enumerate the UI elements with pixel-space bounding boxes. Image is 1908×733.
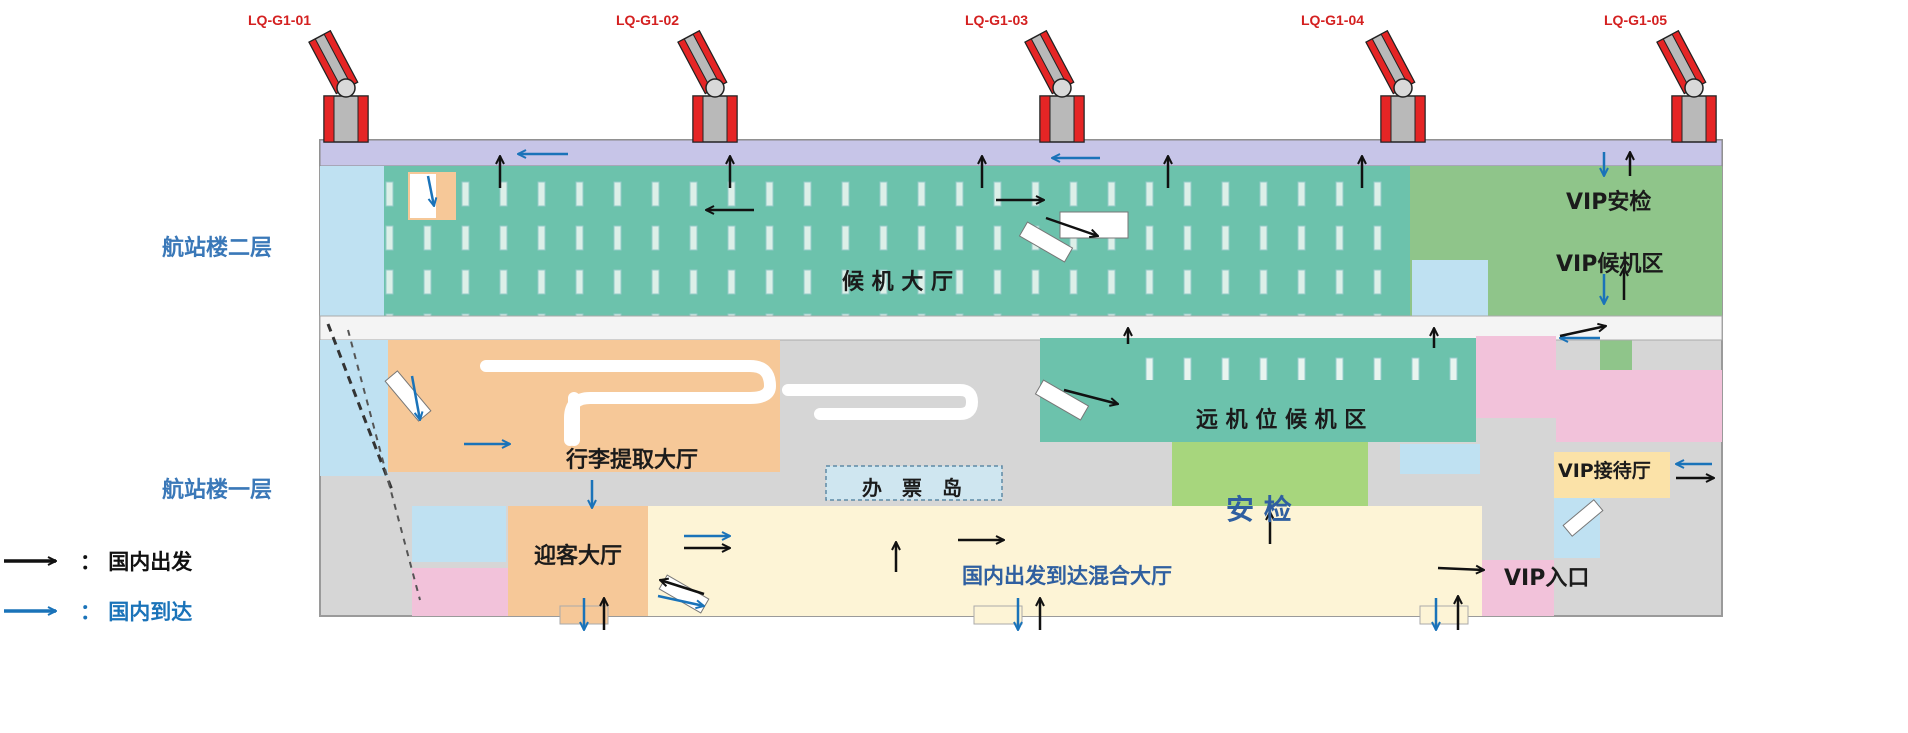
arrival-flow-arrow-19 (410, 375, 420, 420)
label-vip-waiting: VIP候机区 (1556, 252, 1664, 277)
label-vip-security: VIP安检 (1566, 190, 1652, 215)
label-security-check: 安 检 (1226, 493, 1292, 526)
departure-flow-arrow-11 (1045, 216, 1098, 236)
boarding-bridge-1-icon (308, 29, 369, 143)
gate-code-4: LQ-G1-04 (1301, 12, 1365, 28)
boarding-bridge-5-icon (1656, 29, 1717, 143)
label-mixed-hall: 国内出发到达混合大厅 (962, 564, 1172, 588)
label-vip-reception: VIP接待厅 (1558, 460, 1651, 482)
floor-label-lower: 航站楼一层 (162, 478, 273, 503)
gate-code-5: LQ-G1-05 (1604, 12, 1668, 28)
label-baggage-claim: 行李提取大厅 (566, 448, 699, 473)
gate-code-2: LQ-G1-02 (616, 12, 680, 28)
label-departure-hall: 候 机 大 厅 (842, 270, 953, 295)
label-greeting-hall: 迎客大厅 (534, 544, 623, 569)
boarding-bridge-3-icon (1024, 29, 1085, 143)
gate-code-3: LQ-G1-03 (965, 12, 1029, 28)
legend-arrival-text: ： 国内到达 (80, 600, 193, 624)
arrival-flow-arrow-28 (657, 594, 704, 606)
departure-flow-arrow-21 (1063, 388, 1118, 404)
vip-reception-zone (1554, 452, 1670, 498)
label-vip-entrance: VIP入口 (1504, 566, 1590, 591)
label-ticket-island: 办 票 岛 (862, 476, 962, 500)
label-remote-waiting: 远 机 位 候 机 区 (1196, 408, 1367, 433)
boarding-bridge-4-icon (1365, 29, 1426, 143)
boarding-bridge-2-icon (677, 29, 738, 143)
greeting-hall-zone (508, 506, 650, 616)
legend-departure-text: ： 国内出发 (80, 550, 193, 574)
arrival-flow-arrow-12 (426, 175, 434, 206)
mixed-hall-zone (648, 506, 1482, 616)
ticket-island-zone (825, 465, 1003, 501)
departure-flow-arrow-16 (1559, 326, 1606, 338)
gate-code-1: LQ-G1-01 (248, 12, 312, 28)
departure-flow-arrow-32 (1437, 568, 1484, 570)
departure-flow-arrow-27 (660, 580, 705, 596)
security-check-zone (1172, 442, 1368, 508)
floor-label-upper: 航站楼二层 (162, 236, 273, 261)
